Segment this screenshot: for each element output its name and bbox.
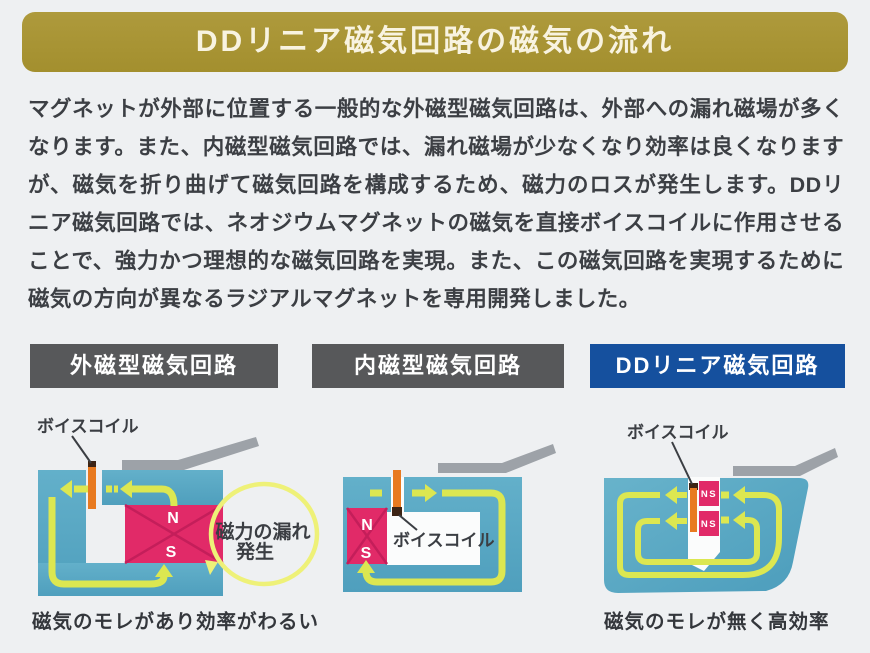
panel-header-internal: 内磁型磁気回路 — [312, 344, 564, 388]
magnet-block: N S — [345, 507, 389, 565]
dd-linear-circuit-diagram: NS NS ボイスコイル — [604, 423, 838, 593]
magnet-s-label: S — [166, 544, 177, 561]
leakage-label-line2: 発生 — [235, 540, 274, 563]
flux-arrowheads — [665, 486, 745, 530]
caption-dd-linear: 磁気のモレが無く高効率 — [604, 611, 830, 633]
magnet-top-label: NS — [701, 489, 717, 500]
magnet-n-label: N — [167, 510, 179, 527]
voice-coil-leader-line — [71, 435, 92, 464]
flux-arrows — [362, 489, 506, 586]
external-circuit-diagram: N S 磁力の漏れ 発生 ボイスコイル — [37, 417, 320, 596]
voice-coil-label: ボイスコイル — [37, 417, 139, 436]
magnet-s-label: S — [361, 545, 372, 562]
caption-external: 磁気のモレがあり効率がわるい — [32, 611, 320, 633]
voice-coil — [689, 483, 698, 532]
magnet-block: N S — [124, 503, 224, 565]
flux-arrowheads — [60, 480, 173, 577]
voice-coil-label: ボイスコイル — [627, 423, 729, 442]
voice-coil — [392, 470, 402, 516]
leakage-ellipse — [208, 481, 320, 587]
panel-header-dd-linear: DDリニア磁気回路 — [590, 344, 845, 388]
diaphragm-shape — [733, 448, 838, 476]
panel-header-external: 外磁型磁気回路 — [30, 344, 278, 388]
voice-coil — [88, 461, 96, 509]
magnet-top-block: NS — [699, 481, 719, 506]
page-title: DDリニア磁気回路の磁気の流れ — [22, 12, 848, 72]
voice-coil-label: ボイスコイル — [393, 531, 495, 550]
flux-arrows — [617, 492, 782, 578]
internal-circuit-diagram: N S ボイスコイル — [343, 444, 556, 592]
voice-coil-leader-line — [398, 514, 418, 531]
description-text: マグネットが外部に位置する一般的な外磁型磁気回路は、外部への漏れ磁場が多くなりま… — [28, 97, 844, 311]
flux-arrowheads — [357, 484, 437, 573]
voice-coil-leader-line — [671, 441, 693, 485]
magnet-n-label: N — [361, 517, 373, 534]
magnet-bottom-block: NS — [699, 511, 719, 536]
air-gap — [387, 512, 480, 565]
magnet-bottom-label: NS — [701, 519, 717, 530]
diaphragm-shape — [438, 444, 556, 473]
leakage-arrowhead — [205, 560, 218, 575]
diaphragm-shape — [122, 437, 259, 470]
leakage-label-line1: 磁力の漏れ — [215, 520, 310, 543]
